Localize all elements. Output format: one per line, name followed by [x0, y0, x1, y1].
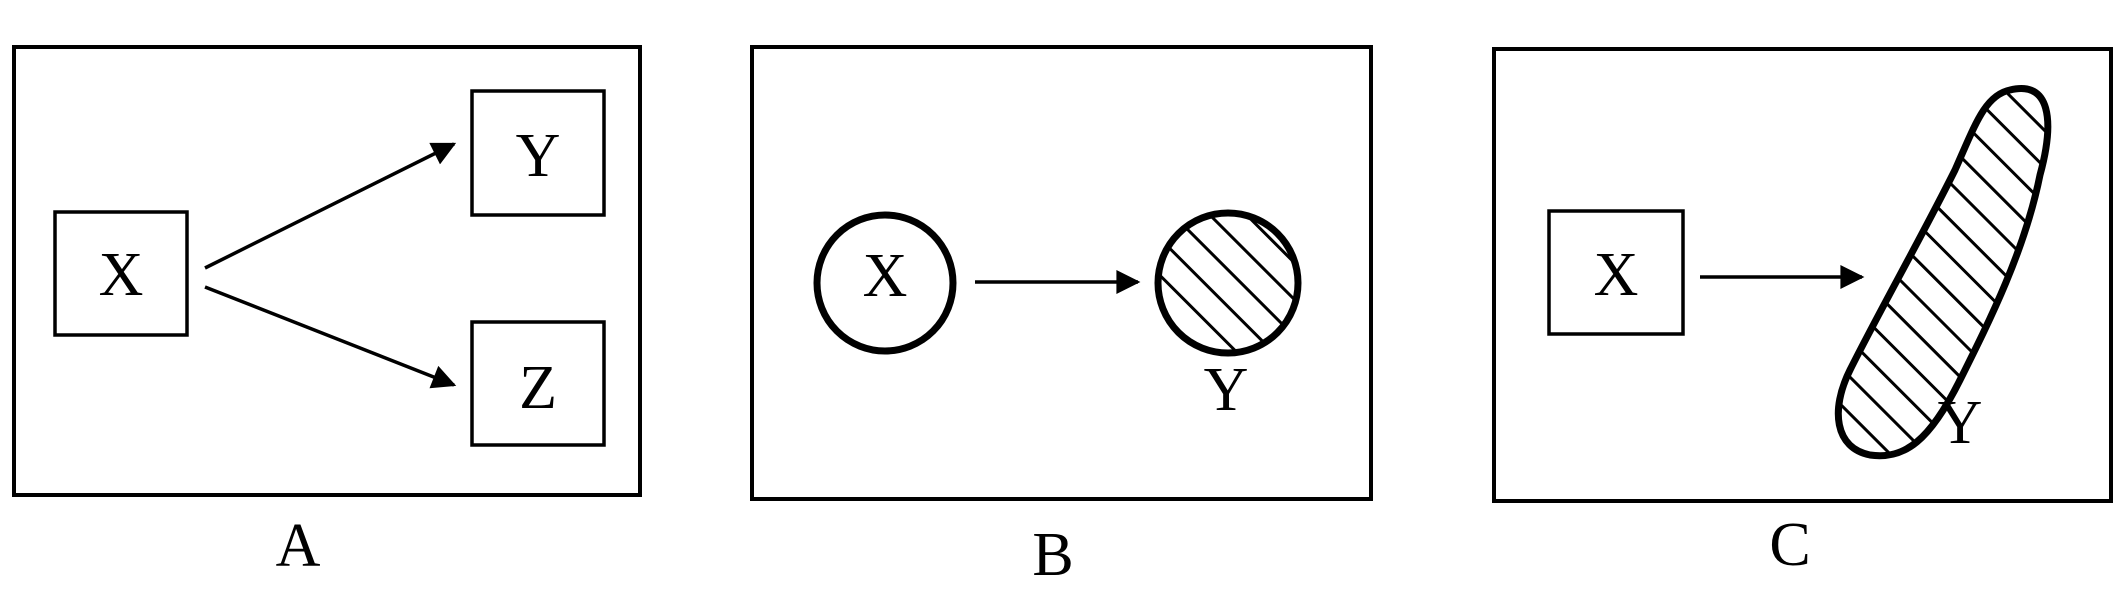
panel-a-caption: A	[276, 512, 321, 580]
panel-b-node-y-hatched-circle	[1154, 209, 1302, 357]
panel-a-frame	[12, 45, 642, 497]
panel-c-node-y-label: Y	[1938, 389, 1983, 457]
panel-a-node-z-label: Z	[519, 354, 557, 422]
panel-a-arrow-to-z	[204, 285, 457, 389]
panel-b-node-x-circle	[813, 211, 957, 355]
panel-a-node-x-label: X	[99, 241, 144, 309]
panel-c-frame	[1492, 47, 2113, 503]
panel-b-node-y-label: Y	[1204, 356, 1249, 424]
panel-c-caption: C	[1769, 511, 1810, 579]
panel-c-node-x-label: X	[1594, 241, 1639, 309]
panel-c: X Y	[1492, 47, 2113, 503]
panel-b-node-x-label: X	[863, 242, 908, 310]
panel-a-node-y-box	[470, 89, 606, 217]
panel-a-arrow-to-y	[204, 142, 457, 270]
panel-b-caption: B	[1032, 521, 1073, 589]
panel-c-node-x-box	[1547, 209, 1685, 336]
panel-b: X Y	[750, 45, 1373, 501]
panel-b-frame	[750, 45, 1373, 501]
panel-a-node-y-label: Y	[516, 122, 561, 190]
panel-a-node-x-box	[53, 210, 189, 337]
panel-a-node-z-box	[470, 320, 606, 447]
panel-a: X Y Z	[12, 45, 642, 497]
